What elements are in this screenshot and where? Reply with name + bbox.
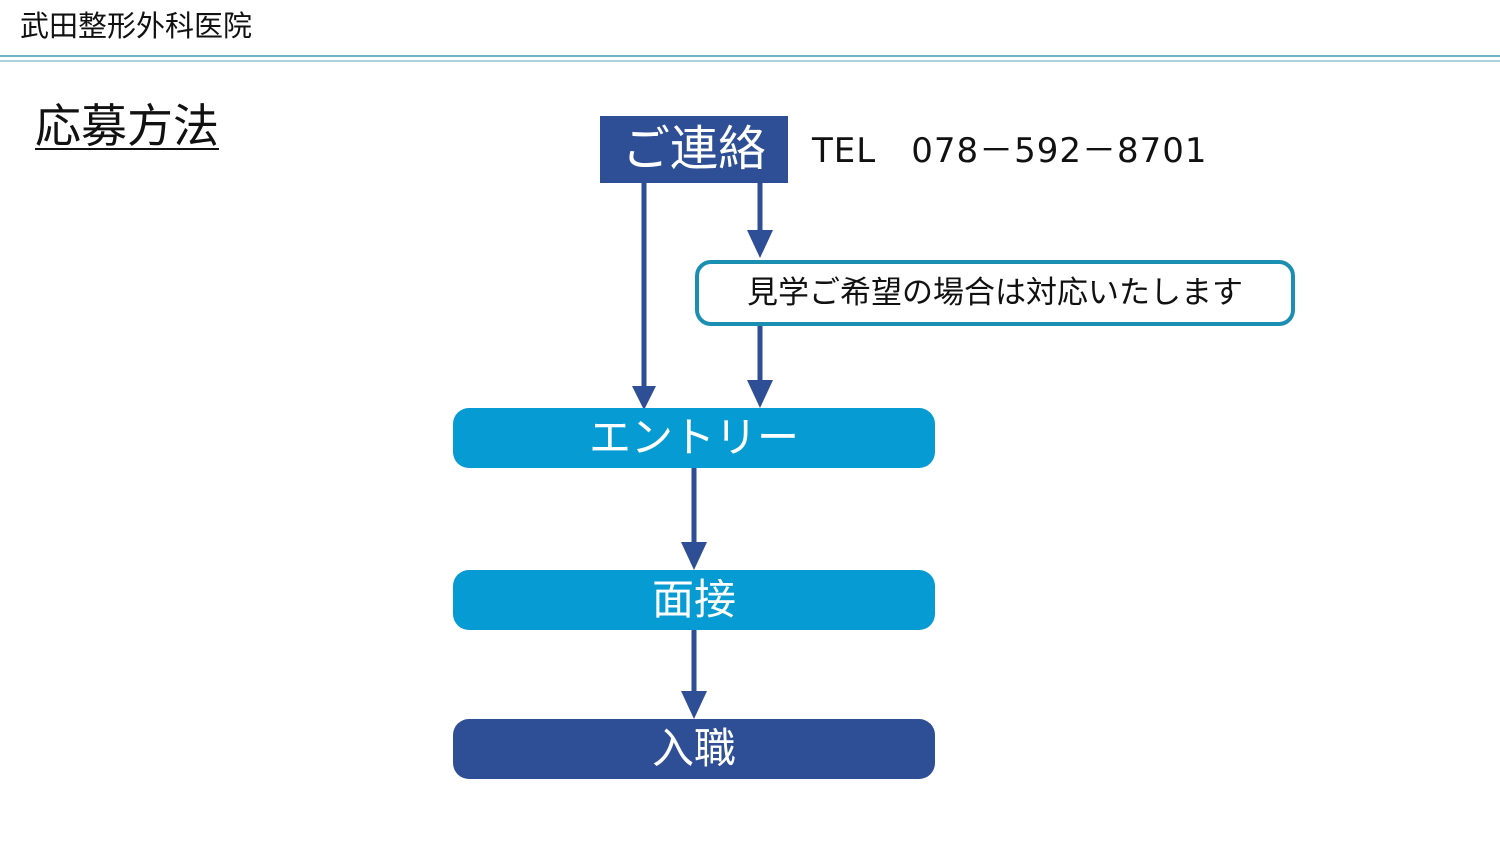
arrowhead-hire xyxy=(681,691,707,719)
step-entry: エントリー xyxy=(453,408,935,468)
phone-number: TEL 078－592－8701 xyxy=(812,131,1208,171)
contact-box: ご連絡 xyxy=(600,116,788,183)
clinic-name: 武田整形外科医院 xyxy=(20,9,253,43)
arrowhead-interview xyxy=(681,542,707,570)
header-rule-secondary xyxy=(0,60,1500,62)
header-rule xyxy=(0,55,1500,57)
step-hire: 入職 xyxy=(453,719,935,779)
visit-note: 見学ご希望の場合は対応いたします xyxy=(695,260,1295,326)
arrowhead-entry-right xyxy=(747,380,773,408)
section-title: 応募方法 xyxy=(35,99,219,153)
arrowhead-entry-left xyxy=(632,386,656,410)
arrowhead-note xyxy=(747,230,773,258)
step-interview: 面接 xyxy=(453,570,935,630)
